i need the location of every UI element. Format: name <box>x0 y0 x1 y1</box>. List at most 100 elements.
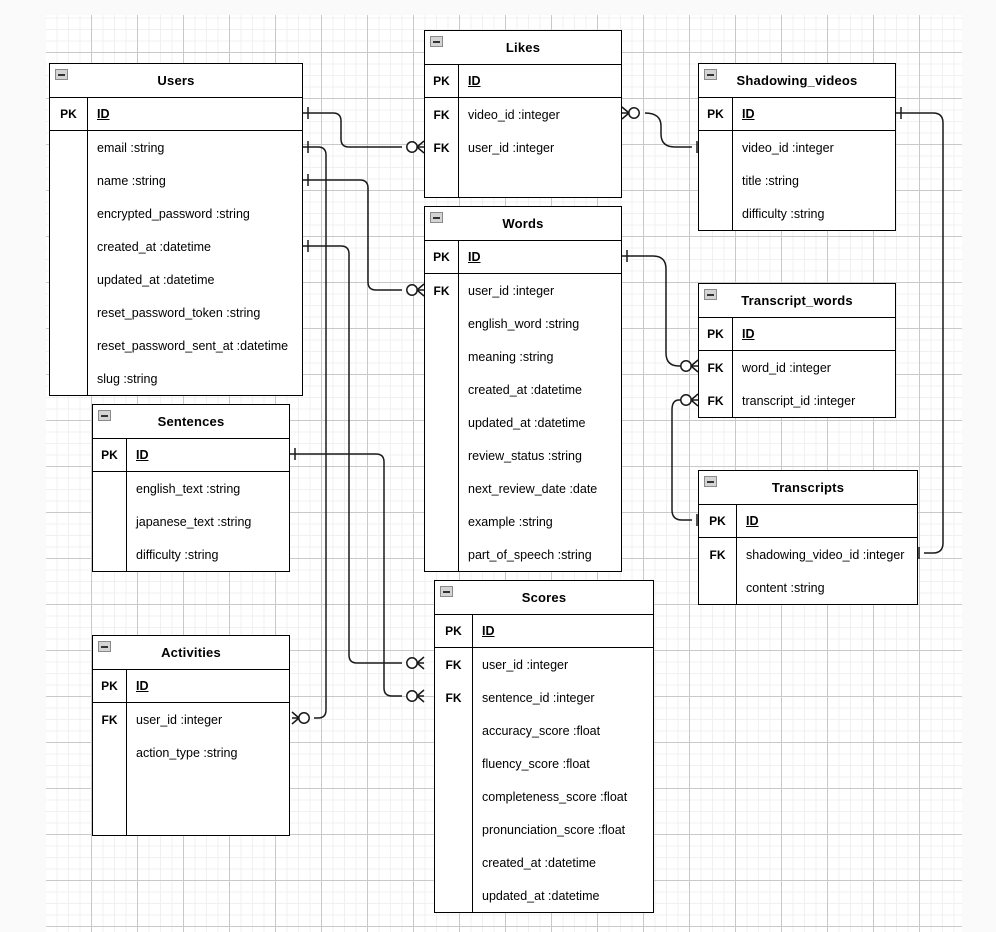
field-row: slug :string <box>50 362 302 395</box>
collapse-icon[interactable] <box>704 476 717 487</box>
field-key-badge <box>50 164 88 197</box>
field-key-badge <box>425 406 459 439</box>
collapse-icon[interactable] <box>430 36 443 47</box>
entity-title-bar: Words <box>425 207 621 241</box>
field-row: pronunciation_score :float <box>435 813 653 846</box>
field-name: completeness_score :float <box>482 789 628 804</box>
field-key-badge <box>50 329 88 362</box>
field-name: reset_password_sent_at :datetime <box>97 338 289 353</box>
primary-key-row: PK ID <box>699 505 917 538</box>
field-row: email :string <box>50 131 302 164</box>
pk-field-name: ID <box>746 514 759 528</box>
field-name: pronunciation_score :float <box>482 822 626 837</box>
field-key-badge: FK <box>699 351 733 384</box>
pk-badge: PK <box>93 439 127 471</box>
entity-title-bar: Scores <box>435 581 653 615</box>
field-row: part_of_speech :string <box>425 538 621 571</box>
field-key-badge <box>699 571 737 604</box>
pk-badge: PK <box>425 241 459 273</box>
entity-title-bar: Shadowing_videos <box>699 64 895 98</box>
field-row: japanese_text :string <box>93 505 289 538</box>
field-row: action_type :string <box>93 736 289 769</box>
field-key-badge: FK <box>425 274 459 307</box>
field-row: updated_at :datetime <box>435 879 653 912</box>
collapse-icon[interactable] <box>98 641 111 652</box>
field-row: updated_at :datetime <box>425 406 621 439</box>
field-key-badge <box>425 538 459 571</box>
field-name: accuracy_score :float <box>482 723 601 738</box>
field-key-badge: FK <box>435 681 473 714</box>
pk-badge: PK <box>93 670 127 702</box>
field-name: content :string <box>746 580 825 595</box>
field-key-badge <box>435 813 473 846</box>
field-key-badge <box>699 197 733 230</box>
field-name: word_id :integer <box>742 360 831 375</box>
field-name: reset_password_token :string <box>97 305 261 320</box>
pk-badge: PK <box>699 318 733 350</box>
field-row: english_text :string <box>93 472 289 505</box>
field-key-badge <box>50 131 88 164</box>
entity-name: Users <box>157 73 195 88</box>
field-name: shadowing_video_id :integer <box>746 547 905 562</box>
field-row: reset_password_token :string <box>50 296 302 329</box>
collapse-icon[interactable] <box>98 410 111 421</box>
field-name: video_id :integer <box>468 107 560 122</box>
pk-field-name: ID <box>468 250 481 264</box>
field-row: name :string <box>50 164 302 197</box>
collapse-icon[interactable] <box>704 69 717 80</box>
field-name: japanese_text :string <box>136 514 252 529</box>
field-name: transcript_id :integer <box>742 393 856 408</box>
field-key-badge <box>699 164 733 197</box>
entity-name: Activities <box>161 645 221 660</box>
field-row: completeness_score :float <box>435 780 653 813</box>
collapse-icon[interactable] <box>55 69 68 80</box>
pk-field-name: ID <box>136 448 149 462</box>
collapse-icon[interactable] <box>430 212 443 223</box>
field-name: part_of_speech :string <box>468 547 592 562</box>
field-name: video_id :integer <box>742 140 834 155</box>
field-key-badge <box>93 472 127 505</box>
collapse-icon[interactable] <box>440 586 453 597</box>
field-key-badge: FK <box>93 703 127 736</box>
field-name: action_type :string <box>136 745 238 760</box>
entity-title-bar: Users <box>50 64 302 98</box>
field-row: fluency_score :float <box>435 747 653 780</box>
field-row: updated_at :datetime <box>50 263 302 296</box>
field-key-badge <box>425 373 459 406</box>
field-row: review_status :string <box>425 439 621 472</box>
entity-title-bar: Transcripts <box>699 471 917 505</box>
field-name: difficulty :string <box>136 547 219 562</box>
field-name: difficulty :string <box>742 206 825 221</box>
primary-key-row: PK ID <box>425 241 621 274</box>
field-row: accuracy_score :float <box>435 714 653 747</box>
collapse-icon[interactable] <box>704 289 717 300</box>
field-name: english_word :string <box>468 316 580 331</box>
field-row: difficulty :string <box>93 538 289 571</box>
field-name: name :string <box>97 173 166 188</box>
pk-badge: PK <box>699 505 737 537</box>
entity-title-bar: Transcript_words <box>699 284 895 318</box>
field-key-badge <box>435 780 473 813</box>
